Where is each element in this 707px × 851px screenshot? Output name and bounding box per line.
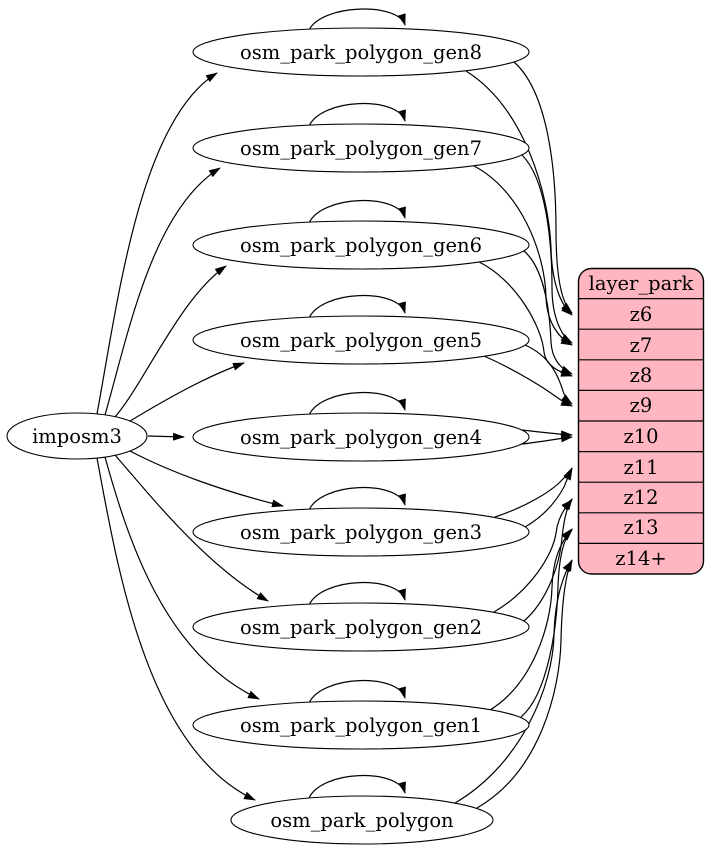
edge-gen7-to-z7-b	[473, 165, 573, 346]
edge-imposm3-to-gen2	[114, 454, 269, 602]
polygon-ellipse	[230, 795, 494, 845]
self-loop-gen7	[308, 103, 406, 127]
self-loop-gen2	[308, 582, 406, 606]
edge-polygon-to-z14-b	[454, 560, 573, 804]
gen4-label: osm_park_polygon_gen4	[240, 426, 482, 449]
gen1-label: osm_park_polygon_gen1	[240, 714, 482, 737]
node-imposm3: imposm3	[6, 412, 148, 460]
gen3-label: osm_park_polygon_gen3	[240, 521, 482, 544]
layer-row-z6: z6	[630, 303, 653, 326]
gen2-label: osm_park_polygon_gen2	[240, 616, 482, 639]
gen3-ellipse	[192, 507, 530, 557]
self-loop-gen5	[308, 295, 406, 319]
edges-tables-to-layer	[454, 61, 573, 809]
gen7-ellipse	[192, 123, 530, 173]
gen8-ellipse	[192, 27, 530, 77]
gen2-ellipse	[192, 602, 530, 652]
layer-row-z13: z13	[623, 516, 658, 539]
node-osm-park-polygon-gen4: osm_park_polygon_gen4	[192, 412, 530, 462]
edge-gen3-to-z11-b	[494, 467, 573, 518]
self-loop-gen1	[308, 680, 406, 704]
edge-gen2-to-z12-a	[523, 498, 573, 622]
self-loop-gen8	[308, 8, 406, 31]
layer-row-z14: z14+	[615, 547, 666, 570]
edge-gen5-to-z9-b	[483, 355, 573, 407]
node-osm-park-polygon-gen7: osm_park_polygon_gen7	[192, 123, 530, 173]
layer-row-z11: z11	[623, 456, 658, 479]
gen7-label: osm_park_polygon_gen7	[240, 137, 482, 160]
node-osm-park-polygon-gen5: osm_park_polygon_gen5	[192, 315, 530, 365]
gen1-ellipse	[192, 700, 530, 750]
layer-park-title: layer_park	[589, 272, 694, 295]
polygon-label: osm_park_polygon	[270, 809, 454, 832]
edge-imposm3-to-polygon	[96, 457, 256, 801]
edge-gen8-to-z6-a	[513, 61, 573, 314]
gen5-ellipse	[192, 315, 530, 365]
edge-imposm3-to-gen1	[104, 456, 260, 700]
edge-imposm3-to-gen8	[96, 72, 218, 415]
self-loop-gen4	[308, 392, 406, 416]
edge-imposm3-to-gen3	[129, 450, 284, 508]
gen5-label: osm_park_polygon_gen5	[240, 329, 482, 352]
gen8-label: osm_park_polygon_gen8	[240, 41, 482, 64]
gen6-label: osm_park_polygon_gen6	[240, 234, 482, 257]
self-loop-gen6	[308, 200, 406, 224]
edges-imposm3-to-tables	[96, 72, 284, 801]
node-osm-park-polygon-gen3: osm_park_polygon_gen3	[192, 507, 530, 557]
node-osm-park-polygon: osm_park_polygon	[230, 795, 494, 845]
self-loop-gen3	[308, 487, 406, 511]
edge-gen5-to-z9-a	[524, 344, 573, 405]
edge-imposm3-to-gen6	[114, 265, 227, 418]
self-loop-polygon	[308, 775, 406, 799]
edge-gen1-to-z13-b	[489, 529, 573, 711]
layer-row-z9: z9	[630, 394, 653, 417]
edge-imposm3-to-gen5	[129, 362, 245, 422]
edge-gen6-to-z8-a	[523, 250, 573, 375]
layer-row-z8: z8	[630, 364, 653, 387]
gen4-ellipse	[192, 412, 530, 462]
layer-park-table: layer_park z6 z7 z8 z9 z10 z11 z12 z13 z…	[577, 267, 705, 575]
node-osm-park-polygon-gen8: osm_park_polygon_gen8	[192, 27, 530, 77]
gen6-ellipse	[192, 220, 530, 270]
imposm3-label: imposm3	[32, 425, 122, 448]
edge-gen6-to-z8-b	[478, 261, 573, 377]
node-osm-park-polygon-gen2: osm_park_polygon_gen2	[192, 602, 530, 652]
edge-gen4-to-z10-a	[521, 429, 573, 439]
imposm3-ellipse	[6, 412, 148, 460]
edge-gen2-to-z12-b	[493, 499, 573, 613]
edge-gen7-to-z7-a	[521, 154, 573, 344]
edge-imposm3-to-gen7	[104, 167, 221, 416]
edge-gen8-to-z6-b	[465, 70, 573, 316]
edge-gen4-to-z10-b	[521, 434, 573, 445]
node-osm-park-polygon-gen6: osm_park_polygon_gen6	[192, 220, 530, 270]
layer-row-z12: z12	[623, 486, 658, 509]
edge-imposm3-to-gen4	[147, 432, 185, 441]
node-osm-park-polygon-gen1: osm_park_polygon_gen1	[192, 700, 530, 750]
self-loop-edges	[308, 8, 406, 799]
layer-row-z10: z10	[623, 425, 658, 448]
edge-polygon-to-z14-a	[476, 559, 573, 809]
layer-row-z7: z7	[630, 334, 653, 357]
